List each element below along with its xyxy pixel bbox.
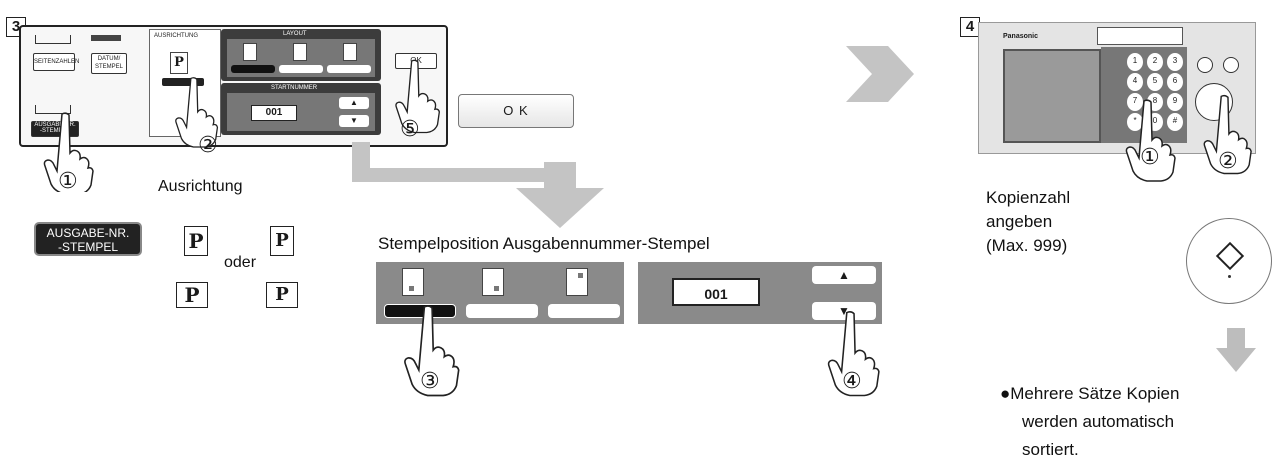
keypad-key[interactable]: 2 (1147, 53, 1163, 71)
hand-pointer-5-icon (395, 59, 441, 134)
keypad-key[interactable]: 7 (1127, 93, 1143, 111)
orientation-p-rotated-icon: P (270, 226, 294, 256)
callout-5-step3: ⑤ (400, 116, 420, 141)
position-option-2-button[interactable] (466, 304, 538, 318)
datum-frame (91, 35, 121, 41)
position-bottom-right-icon[interactable] (482, 268, 504, 296)
keypad-key[interactable]: 5 (1147, 73, 1163, 91)
flow-arrow-down-icon (352, 142, 604, 228)
ok-button[interactable]: O K (458, 94, 574, 128)
startnummer-section: STARTNUMMER 001 ▲ ▼ (221, 83, 381, 135)
keypad-key[interactable]: * (1127, 113, 1143, 131)
kopienzahl-line3: (Max. 999) (986, 236, 1068, 255)
layout-option-2-button[interactable] (279, 65, 323, 73)
oder-label: oder (224, 254, 257, 271)
mode-keys (1097, 27, 1183, 45)
note-line1: ●Mehrere Sätze Kopien (1000, 384, 1180, 403)
orientation-p-landscape-icon: P (176, 282, 208, 308)
position-option-1-button[interactable] (384, 304, 456, 318)
orientation-select-bar[interactable] (162, 78, 204, 86)
number-panel: 001 ▲ ▼ (638, 262, 882, 324)
orientation-portrait-icon[interactable]: P (170, 52, 188, 74)
number-down-button[interactable]: ▼ (812, 302, 876, 320)
startnummer-down-button[interactable]: ▼ (339, 115, 369, 127)
ausrichtung-title: AUSRICHTUNG (154, 33, 199, 39)
layout-section: LAYOUT (221, 29, 381, 81)
datum-button[interactable]: DATUM/ STEMPEL (91, 53, 127, 74)
position-option-3-button[interactable] (548, 304, 620, 318)
callout-4: ④ (842, 368, 862, 393)
position-top-right-icon[interactable] (566, 268, 588, 296)
start-diamond-icon (1215, 241, 1245, 271)
position-bottom-left-icon[interactable] (402, 268, 424, 296)
keypad-key[interactable]: # (1167, 113, 1183, 131)
hand-pointer-2-icon (175, 77, 219, 148)
arrow-down-step4-icon (1216, 328, 1256, 372)
layout-title: LAYOUT (283, 31, 307, 37)
hand-pointer-4-icon (827, 311, 880, 397)
layout-bottom-left-icon[interactable] (243, 43, 257, 61)
start-button[interactable] (1186, 218, 1272, 304)
keypad-key[interactable]: 4 (1127, 73, 1143, 91)
ausgabe-nr-stempel-button[interactable]: AUSGABE-NR. -STEMPEL (34, 222, 142, 256)
hand-pointer-3-icon (404, 305, 460, 397)
stop-button[interactable] (1197, 57, 1213, 73)
layout-option-1-button[interactable] (231, 65, 275, 73)
keypad-key[interactable]: 9 (1167, 93, 1183, 111)
start-indicator-icon (1228, 275, 1231, 278)
step3-lcd-panel: SEITENZAHLEN DATUM/ STEMPEL AUSGABE-NR. … (19, 25, 448, 147)
hand-pointer-1-icon (43, 112, 94, 192)
keypad-key[interactable]: 3 (1167, 53, 1183, 71)
seitenzahlen-frame (35, 35, 71, 44)
ausrichtung-label: Ausrichtung (158, 178, 243, 195)
orientation-p-upright-icon: P (184, 226, 208, 256)
stempelposition-title: Stempelposition Ausgabennummer-Stempel (378, 234, 710, 253)
brand-label: Panasonic (1003, 33, 1039, 40)
kopienzahl-line2: angeben (986, 212, 1053, 231)
note-line2: werden automatisch (1022, 412, 1175, 431)
kopienzahl-line1: Kopienzahl (986, 188, 1071, 207)
number-value-field: 001 (672, 278, 760, 306)
note-line3: sortiert. (1022, 440, 1079, 459)
layout-option-3-button[interactable] (327, 65, 371, 73)
layout-bottom-right-icon[interactable] (293, 43, 307, 61)
callout-1-step4: ① (1140, 144, 1160, 169)
hand-pointer-step4-1-icon (1125, 99, 1176, 182)
reset-button[interactable] (1223, 57, 1239, 73)
startnummer-value: 001 (251, 105, 297, 121)
flow-arrow-right-icon (846, 46, 914, 102)
startnummer-up-button[interactable]: ▲ (339, 97, 369, 109)
callout-1-step3: ① (58, 168, 78, 193)
callout-2-step4: ② (1218, 148, 1238, 173)
keypad-key[interactable]: 6 (1167, 73, 1183, 91)
copier-control-panel: Panasonic 1 2 3 4 5 6 7 8 9 * 0 # (978, 22, 1256, 154)
callout-2-step3: ② (198, 132, 218, 157)
orientation-p-landscape-rotated-icon: P (266, 282, 298, 308)
keypad-key[interactable]: 1 (1127, 53, 1143, 71)
ausgabe-frame (35, 105, 71, 114)
seitenzahlen-button[interactable]: SEITENZAHLEN (33, 53, 79, 71)
number-up-button[interactable]: ▲ (812, 266, 876, 284)
startnummer-title: STARTNUMMER (271, 85, 318, 91)
hand-pointer-step4-2-icon (1203, 94, 1252, 175)
callout-3: ③ (420, 368, 440, 393)
layout-top-right-icon[interactable] (343, 43, 357, 61)
position-layout-panel (376, 262, 624, 324)
copier-display-screen (1003, 49, 1101, 143)
step-4-number: 4 (960, 17, 980, 37)
